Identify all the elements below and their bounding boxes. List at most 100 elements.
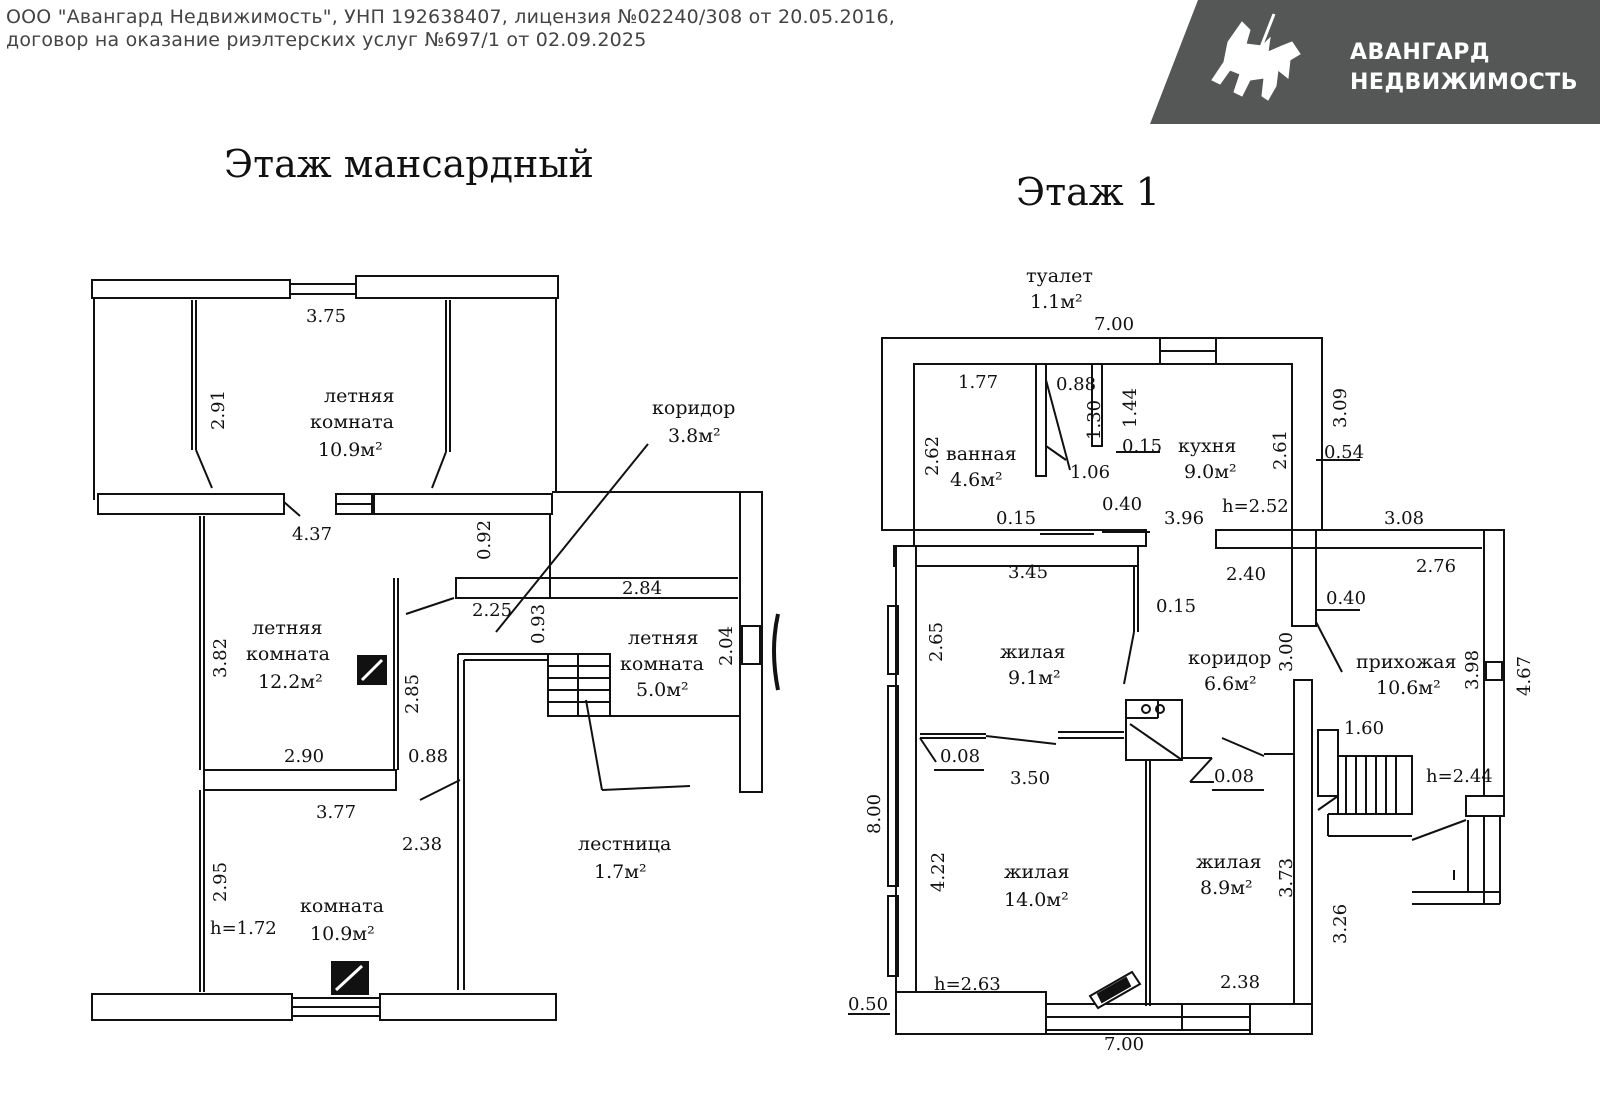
- floor1-dim-2-40: 2.40: [1226, 564, 1266, 585]
- floor1-dim-1-30: 1.30: [1084, 400, 1105, 440]
- brand-line-2: НЕДВИЖИМОСТЬ: [1350, 70, 1579, 95]
- attic-dim-2-91: 2.91: [208, 390, 229, 430]
- attic-dim-3-75: 3.75: [306, 306, 346, 327]
- floor1-dim-4-22: 4.22: [928, 852, 949, 892]
- floor1-dim-0-54: 0.54: [1324, 442, 1364, 463]
- living-3-name: жилая: [1196, 851, 1262, 873]
- attic-summer-room-1-area: 10.9м²: [318, 439, 383, 461]
- floor1-dim-3-96: 3.96: [1164, 508, 1204, 529]
- attic-dim-3-77: 3.77: [316, 802, 356, 823]
- attic-dim-0-92: 0.92: [474, 520, 495, 560]
- attic-dim-0-88: 0.88: [408, 746, 448, 767]
- floor1-dim-0-08-a: 0.08: [940, 746, 980, 767]
- floor1-dim-7-00-top: 7.00: [1094, 314, 1134, 335]
- toilet-name: туалет: [1026, 265, 1093, 287]
- floor1-dim-0-15-c: 0.15: [1156, 596, 1196, 617]
- floor1-dim-3-50: 3.50: [1010, 768, 1050, 789]
- attic-dim-2-25: 2.25: [472, 600, 512, 621]
- attic-dim-2-38: 2.38: [402, 834, 442, 855]
- attic-dim-2-95: 2.95: [210, 862, 231, 902]
- license-line-1: ООО "Авангард Недвижимость", УНП 1926384…: [6, 6, 895, 28]
- attic-dim-2-85: 2.85: [402, 674, 423, 714]
- floor1-dim-0-88: 0.88: [1056, 374, 1096, 395]
- floor1-height-hall: h=2.44: [1426, 766, 1493, 787]
- floor1-dim-1-06: 1.06: [1070, 462, 1110, 483]
- floor1-dim-3-09: 3.09: [1330, 388, 1351, 428]
- floor1-dim-3-00: 3.00: [1276, 632, 1297, 672]
- floor1-dim-3-08: 3.08: [1384, 508, 1424, 529]
- brand-name: АВАНГАРД НЕДВИЖИМОСТЬ: [1350, 38, 1578, 98]
- floor1-dim-0-50: 0.50: [848, 994, 888, 1015]
- floor1-dim-2-38: 2.38: [1220, 972, 1260, 993]
- attic-height: h=1.72: [210, 918, 277, 939]
- living-1-name: жилая: [1000, 641, 1066, 663]
- brand-line-1: АВАНГАРД: [1350, 40, 1490, 65]
- living-3-area: 8.9м²: [1200, 877, 1253, 899]
- license-info: ООО "Авангард Недвижимость", УНП 1926384…: [6, 6, 895, 52]
- floor1-dim-0-40-b: 0.40: [1326, 588, 1366, 609]
- floor1-dim-3-98: 3.98: [1462, 650, 1483, 690]
- floor1-dim-8-00: 8.00: [864, 794, 885, 834]
- attic-room-name: комната: [300, 895, 384, 917]
- floor1-dim-1-60: 1.60: [1344, 718, 1384, 739]
- living-1-area: 9.1м²: [1008, 667, 1061, 689]
- hall-name: прихожая: [1356, 651, 1456, 673]
- floor1-dim-0-40-a: 0.40: [1102, 494, 1142, 515]
- attic-summer-room-1-name2: комната: [310, 411, 394, 433]
- attic-summer-room-3-name: летняя: [628, 627, 698, 649]
- floor1-dim-4-67: 4.67: [1514, 656, 1535, 696]
- attic-corridor-area: 3.8м²: [668, 425, 721, 447]
- knight-logo-icon: [1211, 13, 1301, 101]
- corridor-name: коридор: [1188, 647, 1271, 669]
- attic-stairs-area: 1.7м²: [594, 861, 647, 883]
- kitchen-area: 9.0м²: [1184, 461, 1237, 483]
- bathroom-name: ванная: [946, 443, 1017, 465]
- floor1-dim-2-62: 2.62: [922, 436, 943, 476]
- attic-dim-2-84: 2.84: [622, 578, 662, 599]
- floor1-dim-7-00-bottom: 7.00: [1104, 1034, 1144, 1055]
- attic-dim-0-93: 0.93: [528, 604, 549, 644]
- floor1-dim-2-65: 2.65: [926, 622, 947, 662]
- corridor-area: 6.6м²: [1204, 673, 1257, 695]
- floor1-dim-2-76: 2.76: [1416, 556, 1456, 577]
- floor1-dim-3-26: 3.26: [1330, 904, 1351, 944]
- bathroom-area: 4.6м²: [950, 469, 1003, 491]
- floor1-dim-1-44: 1.44: [1120, 388, 1141, 428]
- attic-summer-room-3-name2: комната: [620, 653, 704, 675]
- attic-floor-plan: [91, 275, 780, 1021]
- attic-corridor-name: коридор: [652, 397, 735, 419]
- attic-dim-2-90: 2.90: [284, 746, 324, 767]
- floor1-dim-0-15-b: 0.15: [996, 508, 1036, 529]
- attic-labels: летняя комната 10.9м² летняя комната 12.…: [208, 306, 737, 945]
- floor1-dim-1-77: 1.77: [958, 372, 998, 393]
- attic-dim-4-37: 4.37: [292, 524, 332, 545]
- attic-summer-room-2-name2: комната: [246, 643, 330, 665]
- first-floor-plan: [848, 337, 1505, 1035]
- attic-summer-room-2-area: 12.2м²: [258, 671, 323, 693]
- floor1-dim-2-61: 2.61: [1270, 430, 1291, 470]
- license-line-2: договор на оказание риэлтерских услуг №6…: [6, 29, 647, 51]
- attic-stairs-name: лестница: [578, 833, 671, 855]
- floor1-dim-3-73: 3.73: [1276, 858, 1297, 898]
- first-floor-labels: туалет 1.1м² ванная 4.6м² кухня 9.0м² жи…: [848, 265, 1535, 1055]
- kitchen-name: кухня: [1178, 435, 1236, 457]
- brand-banner: АВАНГАРД НЕДВИЖИМОСТЬ: [1150, 0, 1600, 124]
- attic-dim-2-04: 2.04: [716, 626, 737, 666]
- floor1-dim-3-45: 3.45: [1008, 562, 1048, 583]
- floor1-dim-0-15-a: 0.15: [1122, 436, 1162, 457]
- living-2-area: 14.0м²: [1004, 889, 1069, 911]
- attic-summer-room-2-name: летняя: [252, 617, 322, 639]
- attic-room-area: 10.9м²: [310, 923, 375, 945]
- toilet-area: 1.1м²: [1030, 291, 1083, 313]
- floor1-dim-0-08-b: 0.08: [1214, 766, 1254, 787]
- attic-summer-room-3-area: 5.0м²: [636, 679, 689, 701]
- attic-floor-title: Этаж мансардный: [224, 142, 594, 186]
- attic-dim-3-82: 3.82: [210, 638, 231, 678]
- attic-summer-room-1-name: летняя: [324, 385, 394, 407]
- living-2-name: жилая: [1004, 861, 1070, 883]
- first-floor-title: Этаж 1: [1016, 170, 1160, 214]
- floor1-height-living: h=2.63: [934, 974, 1001, 995]
- brand-background: [1150, 0, 1600, 124]
- floor1-height-kitchen: h=2.52: [1222, 496, 1289, 517]
